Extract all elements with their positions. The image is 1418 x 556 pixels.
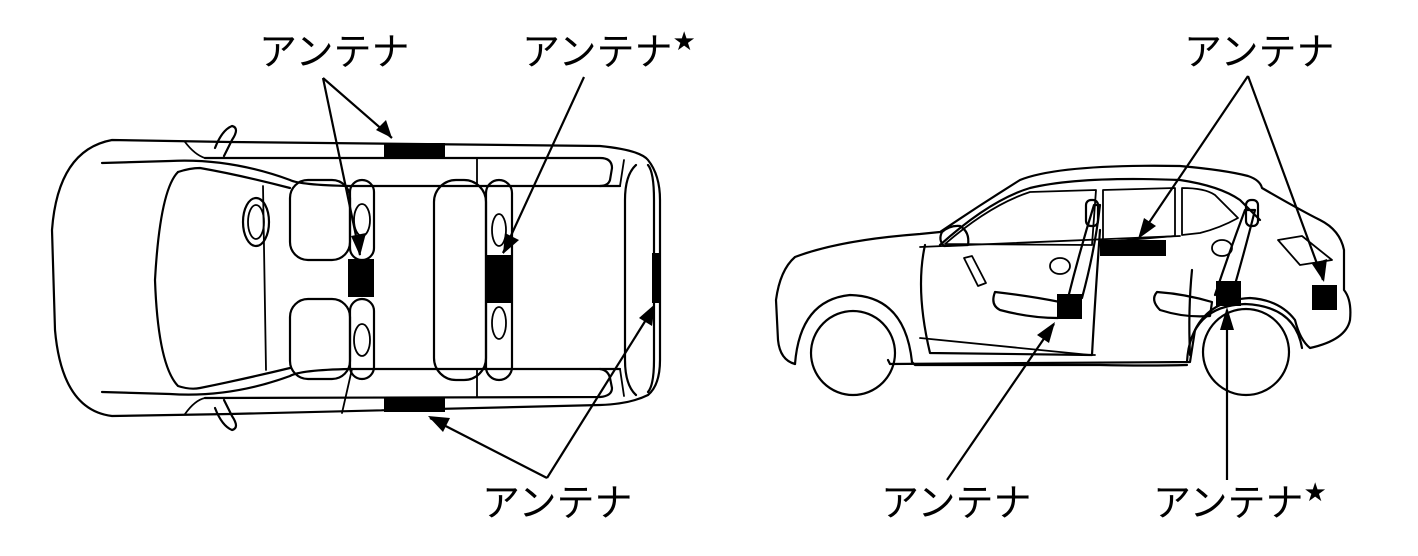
label-text: アンテナ [1184,30,1335,74]
rocker-line [910,360,1189,367]
antenna-rear-console [486,255,513,303]
antenna-interior-center [1100,240,1166,256]
rear-quarter-line-bottom [619,368,625,397]
label-side-view-top: アンテナ [1184,33,1334,71]
label-text: アンテナ [881,481,1032,525]
rear-window [1102,187,1176,243]
top-view-leaders [321,76,655,479]
rear-headrest-right [491,306,507,340]
front-seat-right-back [348,297,376,381]
headrest-left [353,203,371,237]
label-text: アンテナ [482,481,633,525]
rear-headrest-post [1244,198,1260,228]
label-top-view-bottom: アンテナ [482,484,632,522]
mirror-right [213,398,238,432]
front-headrest [1049,257,1071,275]
arrowhead-luggage [1312,259,1327,282]
steering-wheel-inner [247,204,265,240]
rear-wheel-arch [1185,302,1304,364]
arrowhead-roof-right [428,416,450,432]
leader-rear-console [502,76,585,254]
front-seat-cushion [992,290,1062,320]
mirror-left [213,124,238,158]
leader-front-seat [946,323,1055,481]
top-view-car [50,76,662,479]
label-top-view-upper-left: アンテナ [259,33,409,71]
side-mirror [939,224,970,248]
antenna-roof-right [384,397,445,412]
windshield [153,170,292,390]
arrowhead-front-console [351,233,366,256]
hood-line-bottom [100,367,622,396]
rear-door-line [341,368,353,414]
rear-door-line [1188,268,1194,357]
roof-rail-top [203,156,614,188]
front-wheel [809,309,897,397]
antenna-front-console [348,259,374,297]
label-text: アンテナ [1153,481,1304,525]
side-view-leaders [946,75,1327,481]
rear-hatch-inner [623,163,638,397]
headrest-right [353,323,371,357]
side-view-car [774,75,1352,481]
arrowhead-rear-console [503,233,519,254]
rear-wheel [1201,307,1291,397]
antenna-rear-bumper [652,253,660,303]
leader-luggage [1246,75,1325,281]
leader-front-console [321,77,362,256]
front-seat-right-cushion [288,297,352,381]
quarter-window [1181,187,1239,236]
leader-roof-right [429,417,548,479]
arrowhead-rear-seat [1220,307,1234,330]
windshield-top [176,166,292,190]
antenna-luggage [1312,285,1337,310]
car-body-outline [50,138,662,418]
roof-line-inner [938,177,1262,247]
door-handle-front [963,255,987,287]
label-text: アンテナ [259,30,410,74]
front-window [944,189,1097,246]
steering-wheel-outer [241,196,271,248]
a-pillar-right [184,397,206,415]
tail-light [1277,235,1333,266]
antenna-rear-seat [1216,281,1241,306]
a-pillar-left [184,141,206,159]
star-icon: ★ [672,27,696,57]
rear-seat-cushion [1153,290,1214,318]
hood-line [100,159,622,188]
leader-interior-center [1139,75,1249,237]
rear-headrest-left [491,213,507,247]
arrowhead-roof-left [376,120,392,138]
rear-seat-cushion [432,178,488,382]
arrowhead-front-seat [1037,322,1055,343]
arrowhead-rear-bumper [639,304,655,326]
roof-rail-bottom [203,367,614,400]
rear-headrest [1211,239,1233,257]
rear-quarter-line-top [619,159,625,187]
car-side-outline [774,164,1352,366]
front-seat-left-cushion [288,178,352,262]
leader-rear-bumper [546,306,655,479]
label-side-view-bottom-left: アンテナ [881,484,1031,522]
label-side-view-bottom-right: アンテナ★ [1153,480,1327,525]
front-wheel-arch [793,293,914,366]
antenna-front-seat [1057,294,1082,319]
front-headrest-post [1084,198,1100,228]
arrowhead-interior-center [1138,218,1156,239]
label-top-view-upper-right: アンテナ★ [522,29,696,74]
antenna-roof-left [384,143,445,158]
label-text: アンテナ [522,30,673,74]
front-door-line [919,228,1102,357]
rear-seat-back [1213,208,1257,297]
star-icon: ★ [1303,478,1327,508]
